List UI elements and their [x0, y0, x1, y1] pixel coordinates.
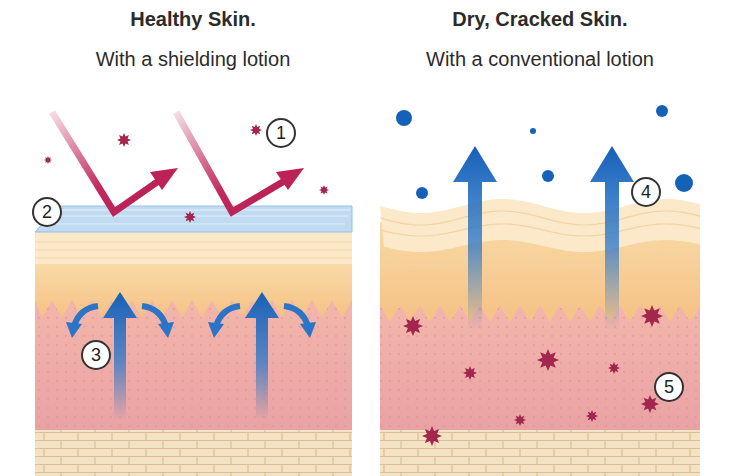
callout-number: 4	[631, 177, 661, 207]
panel-subheading: With a conventional lotion	[426, 48, 654, 71]
panel-heading: Dry, Cracked Skin.	[452, 8, 627, 31]
dry-skin	[380, 199, 700, 476]
callout-text: 5	[664, 378, 674, 396]
arrowheads	[150, 168, 304, 190]
callout-number: 5	[654, 372, 684, 402]
panel-heading: Healthy Skin.	[130, 8, 256, 31]
healthy-skin	[35, 206, 352, 476]
callout-number: 1	[266, 118, 296, 148]
reflected-arrows	[52, 112, 286, 212]
callout-number: 2	[32, 197, 62, 227]
callout-text: 2	[42, 203, 52, 221]
irritant-particles	[44, 124, 663, 446]
panel-subheading: With a shielding lotion	[96, 48, 291, 71]
callout-text: 4	[641, 183, 651, 201]
callout-text: 3	[91, 346, 101, 364]
callout-number: 3	[81, 340, 111, 370]
callout-text: 1	[276, 124, 286, 142]
